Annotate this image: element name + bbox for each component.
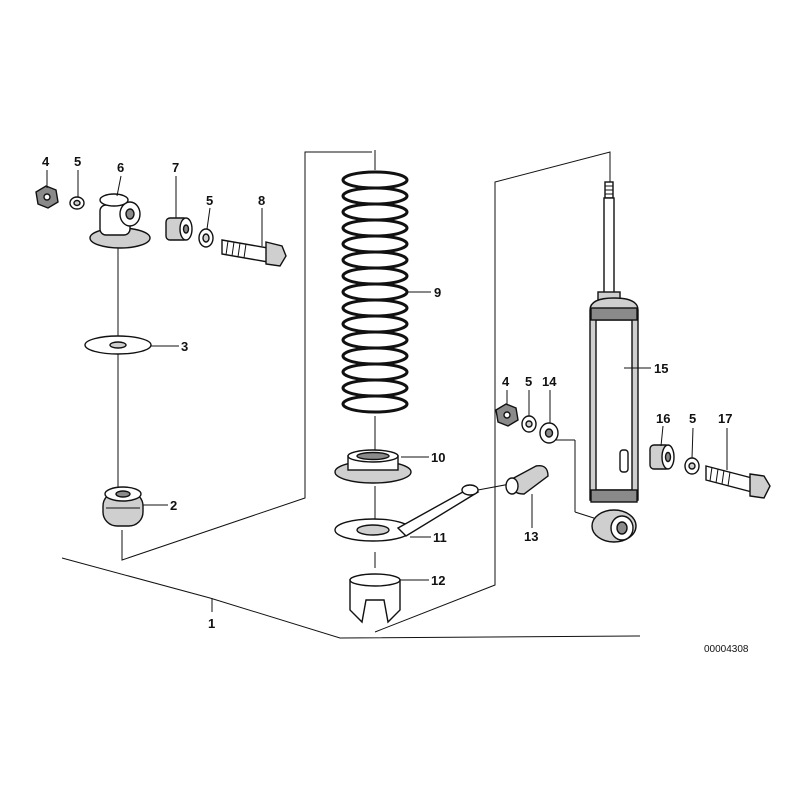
callout-10: 10: [431, 450, 445, 465]
callout-14: 14: [542, 374, 557, 389]
callout-6: 6: [117, 160, 124, 175]
washer-part: [684, 457, 700, 475]
washer-part: [539, 422, 559, 444]
bump-stop-part: [505, 465, 549, 495]
lower-bushing-part: [102, 486, 144, 527]
nut-part: [35, 185, 59, 209]
callout-5d: 5: [689, 411, 696, 426]
bolt-part: [705, 465, 771, 499]
washer-part: [521, 415, 537, 433]
callout-7: 7: [172, 160, 179, 175]
coil-spring-part: [341, 170, 409, 414]
callout-9: 9: [434, 285, 441, 300]
document-number: 00004308: [704, 644, 749, 655]
callout-5b: 5: [206, 193, 213, 208]
callout-4b: 4: [502, 374, 510, 389]
callout-2: 2: [170, 498, 177, 513]
callout-13: 13: [524, 529, 538, 544]
callouts: 1 2 3 4 5 6 7 5 8 9 10 11 12 13 4 5 14 1…: [42, 154, 732, 631]
callout-8: 8: [258, 193, 265, 208]
nut-part: [495, 403, 519, 427]
bushing-part: [165, 217, 193, 241]
clip-part: [349, 573, 401, 624]
spring-seat-part: [334, 449, 412, 484]
callout-11: 11: [433, 530, 447, 545]
callout-4: 4: [42, 154, 50, 169]
bushing-part: [649, 444, 675, 470]
callout-1: 1: [208, 616, 215, 631]
callout-3: 3: [181, 339, 188, 354]
callout-12: 12: [431, 573, 445, 588]
plate-washer-part: [84, 335, 152, 355]
adjuster-plate-part: [334, 483, 511, 542]
shock-absorber-part: [589, 181, 639, 543]
callout-17: 17: [718, 411, 732, 426]
washer-part: [198, 228, 214, 248]
callout-15: 15: [654, 361, 668, 376]
washer-part: [69, 196, 85, 210]
leader-lines: [46, 170, 728, 581]
bolt-part: [221, 239, 287, 267]
upper-mount-part: [89, 193, 151, 249]
callout-16: 16: [656, 411, 670, 426]
callout-5c: 5: [525, 374, 532, 389]
callout-5: 5: [74, 154, 81, 169]
